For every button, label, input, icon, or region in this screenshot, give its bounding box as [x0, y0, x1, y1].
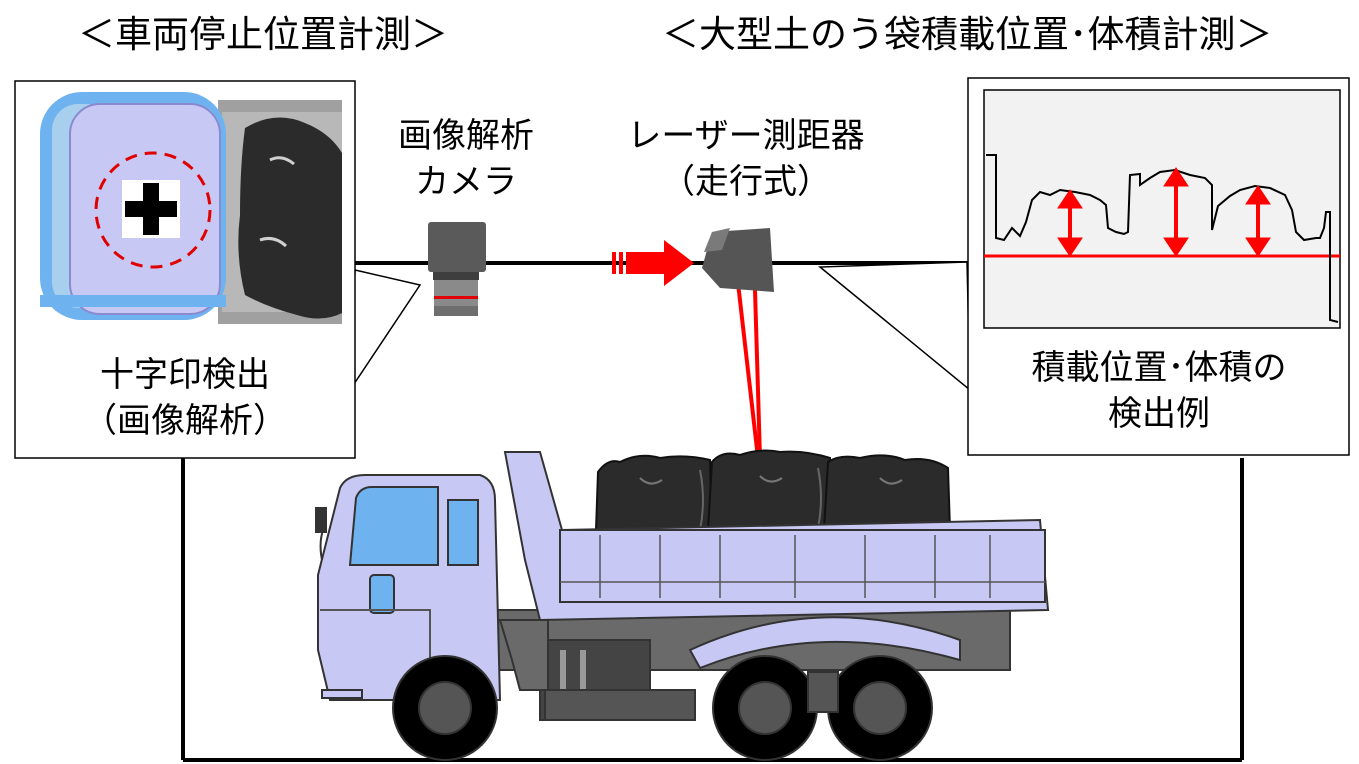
laser-label-line1: レーザー測距器: [627, 116, 865, 156]
load-profile-plot: [983, 89, 1341, 329]
vehicle-stop-position-heading: ＜車両停止位置計測＞: [78, 13, 448, 56]
laser-rangefinder-label: レーザー測距器 （走行式）: [596, 113, 896, 205]
truck-wheels: [392, 655, 933, 761]
load-volume-detection-caption: 積載位置･体積の 検出例: [975, 345, 1343, 437]
right-caption-line1: 積載位置･体積の: [1031, 348, 1287, 388]
camera-label-line2: カメラ: [415, 162, 517, 202]
camera-label: 画像解析 カメラ: [376, 113, 556, 205]
cross-mark-detection-caption: 十字印検出 （画像解析）: [20, 352, 350, 444]
right-caption-line2: 検出例: [1108, 394, 1210, 434]
left-caption-line1: 十字印検出: [100, 355, 270, 395]
travel-direction-arrow-icon: [612, 240, 694, 286]
measurement-enclosure: [181, 458, 1244, 762]
laser-beams: [736, 282, 762, 459]
dump-truck: [315, 449, 1050, 761]
laser-rangefinder: [702, 228, 774, 292]
cab-top-view: [30, 92, 342, 324]
left-caption-line2: （画像解析）: [83, 401, 287, 441]
camera-label-line1: 画像解析: [398, 116, 534, 156]
image-analysis-camera: [428, 222, 486, 316]
sandbag-load-volume-heading: ＜大型土のう袋積載位置･体積計測＞: [662, 13, 1273, 56]
laser-label-line2: （走行式）: [661, 162, 831, 202]
sandbags: [594, 449, 952, 531]
